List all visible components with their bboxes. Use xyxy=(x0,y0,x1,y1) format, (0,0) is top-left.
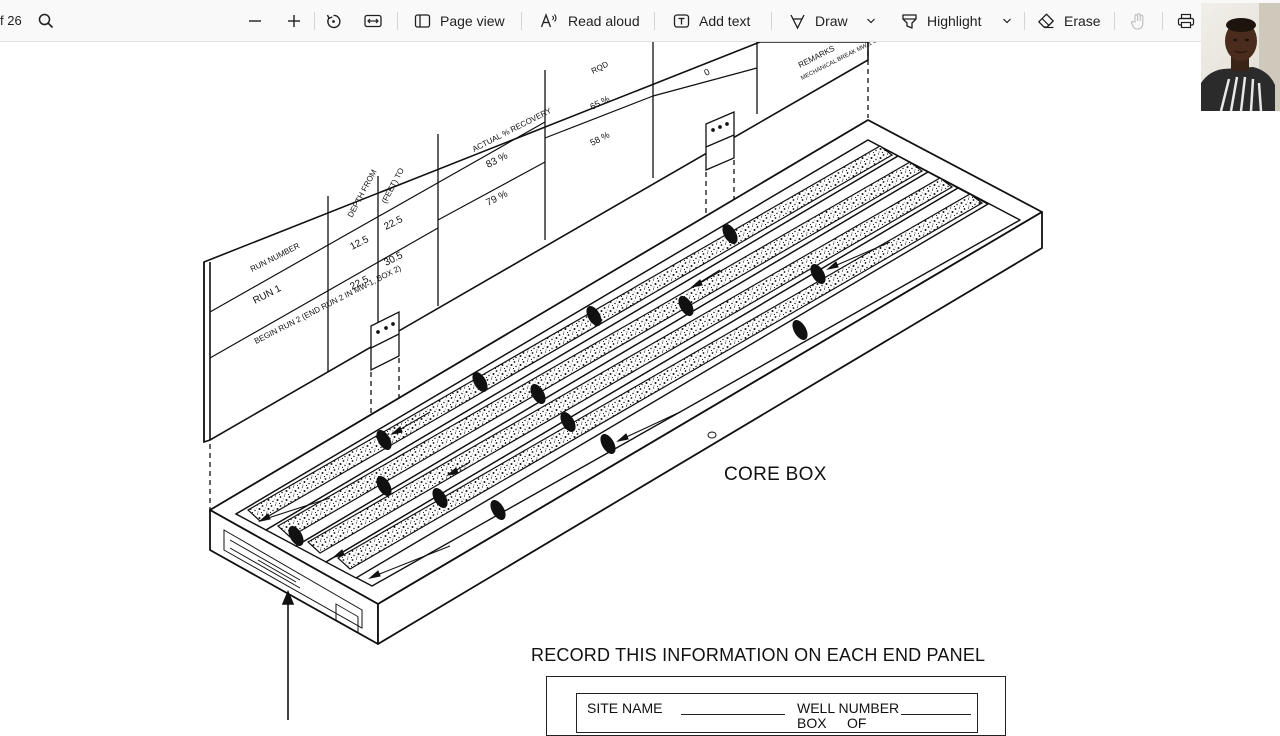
toolbar-divider xyxy=(771,12,772,30)
core-run xyxy=(336,193,984,570)
end-panel-inner-box: SITE NAME WELL NUMBER BOX OF xyxy=(576,693,978,733)
add-text-icon xyxy=(673,14,690,28)
toolbar-divider xyxy=(397,12,398,30)
printer-icon xyxy=(1177,13,1195,29)
highlight-options-dropdown[interactable] xyxy=(1002,0,1012,42)
box-mark xyxy=(707,431,717,439)
draw-icon xyxy=(790,14,805,29)
fit-width-button[interactable] xyxy=(364,0,382,42)
read-aloud-button[interactable]: Read aloud xyxy=(540,0,640,42)
search-icon xyxy=(38,13,54,29)
core-break-marks xyxy=(288,224,826,546)
lid-hinge-right xyxy=(705,111,735,171)
box-label: BOX xyxy=(797,715,827,731)
box-end-panel-label xyxy=(223,529,363,634)
search-button[interactable] xyxy=(38,0,54,42)
pdf-toolbar: f 26 Page view Read aloud Add text Draw xyxy=(0,0,1280,42)
core-box-caption: CORE BOX xyxy=(724,464,827,485)
lid-col-rqd: RQD xyxy=(590,60,610,76)
toolbar-divider xyxy=(1162,12,1163,30)
core-box-drawing: RUN NUMBER DEPTH FROM (FEET) TO ACTUAL %… xyxy=(203,42,1043,720)
page-count: f 26 xyxy=(0,13,22,28)
plus-icon xyxy=(288,15,300,27)
draw-button[interactable]: Draw xyxy=(789,0,848,42)
of-label: OF xyxy=(847,715,867,731)
lid-remarks-value: 0 xyxy=(702,67,711,78)
add-text-button[interactable]: Add text xyxy=(673,0,750,42)
highlight-button[interactable]: Highlight xyxy=(901,0,981,42)
end-panel-pointer-arrow xyxy=(281,589,295,720)
lid-hinge-left xyxy=(370,310,400,372)
draw-label: Draw xyxy=(815,13,848,29)
read-aloud-icon xyxy=(540,13,557,28)
end-panel-form: SITE NAME WELL NUMBER BOX OF xyxy=(546,676,1006,736)
fit-width-icon xyxy=(364,14,382,28)
toolbar-divider xyxy=(1024,12,1025,30)
zoom-out-button[interactable] xyxy=(247,0,263,42)
page-view-label: Page view xyxy=(440,13,505,29)
record-heading: RECORD THIS INFORMATION ON EACH END PANE… xyxy=(531,645,986,665)
zoom-in-button[interactable] xyxy=(286,0,302,42)
core-channels xyxy=(234,139,990,579)
add-text-label: Add text xyxy=(699,13,751,29)
well-number-line xyxy=(901,714,971,715)
rotate-button[interactable] xyxy=(325,0,342,42)
read-aloud-label: Read aloud xyxy=(568,13,640,29)
toolbar-divider xyxy=(314,12,315,30)
presenter-image xyxy=(1201,3,1280,111)
hinge-guide-lines xyxy=(209,42,869,512)
rotate-icon xyxy=(326,14,341,28)
draw-options-dropdown[interactable] xyxy=(866,0,876,42)
toolbar-divider xyxy=(521,12,522,30)
presenter-webcam xyxy=(1201,3,1280,111)
touch-writing-button[interactable] xyxy=(1130,0,1145,42)
well-number-label: WELL NUMBER xyxy=(797,700,900,716)
erase-label: Erase xyxy=(1064,13,1101,29)
highlight-label: Highlight xyxy=(927,13,982,29)
print-button[interactable] xyxy=(1177,0,1195,42)
core-run xyxy=(306,177,954,554)
page-view-icon xyxy=(414,14,431,28)
core-direction-arrows xyxy=(258,241,891,579)
eraser-icon xyxy=(1038,13,1054,29)
site-name-label: SITE NAME xyxy=(587,700,663,716)
highlighter-icon xyxy=(902,13,917,29)
page-view-button[interactable]: Page view xyxy=(414,0,505,42)
chevron-down-icon xyxy=(1003,18,1011,24)
toolbar-divider xyxy=(654,12,655,30)
minus-icon xyxy=(249,20,261,22)
site-name-line xyxy=(681,714,785,715)
chevron-down-icon xyxy=(867,18,875,24)
toolbar-divider xyxy=(1114,12,1115,30)
erase-button[interactable]: Erase xyxy=(1037,0,1101,42)
hand-icon xyxy=(1130,12,1144,30)
